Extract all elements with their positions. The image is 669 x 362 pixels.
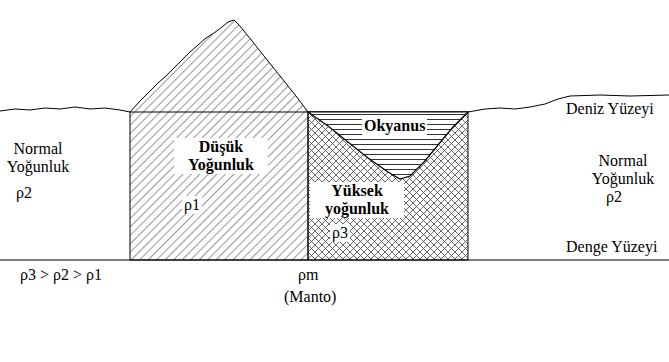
mantle-density-symbol: ρm (298, 266, 318, 284)
sea-level-label: Deniz Yüzeyi (566, 100, 654, 118)
region-label: Normal Yoğunluk (2, 140, 74, 176)
ocean-label: Okyanus (362, 117, 427, 135)
ocean-water (308, 112, 468, 179)
density-symbol: ρ1 (182, 196, 202, 214)
block-heading: Düşük Yoğunluk (174, 138, 268, 174)
density-relation: ρ3 > ρ2 > ρ1 (20, 266, 102, 284)
compensation-level-line (0, 259, 669, 260)
density-symbol: ρ2 (16, 184, 32, 202)
high-density-block: Yüksek yoğunluk ρ3 Okyanus (308, 112, 468, 260)
density-symbol: ρ2 (606, 188, 622, 206)
high-density-block (308, 112, 468, 260)
mantle-label: (Manto) (284, 288, 336, 306)
land-surface-left (0, 107, 130, 112)
ocean-region: Okyanus (308, 112, 468, 182)
low-density-block (130, 20, 308, 260)
low-density-block: Düşük Yoğunluk ρ1 (130, 112, 308, 260)
region-label: Normal Yoğunluk (586, 152, 660, 188)
compensation-level-label: Denge Yüzeyi (566, 238, 657, 256)
block-heading: Yüksek yoğunluk (310, 182, 404, 218)
density-symbol: ρ3 (330, 224, 350, 242)
